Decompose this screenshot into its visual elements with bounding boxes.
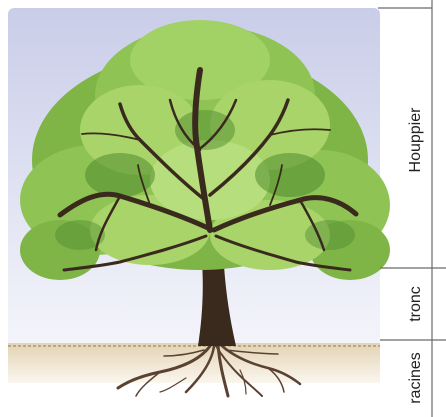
- label-tronc: tronc: [407, 286, 424, 322]
- label-racines: racines: [407, 352, 424, 404]
- soil-band: [8, 343, 380, 383]
- label-houppier: Houppier: [407, 107, 424, 173]
